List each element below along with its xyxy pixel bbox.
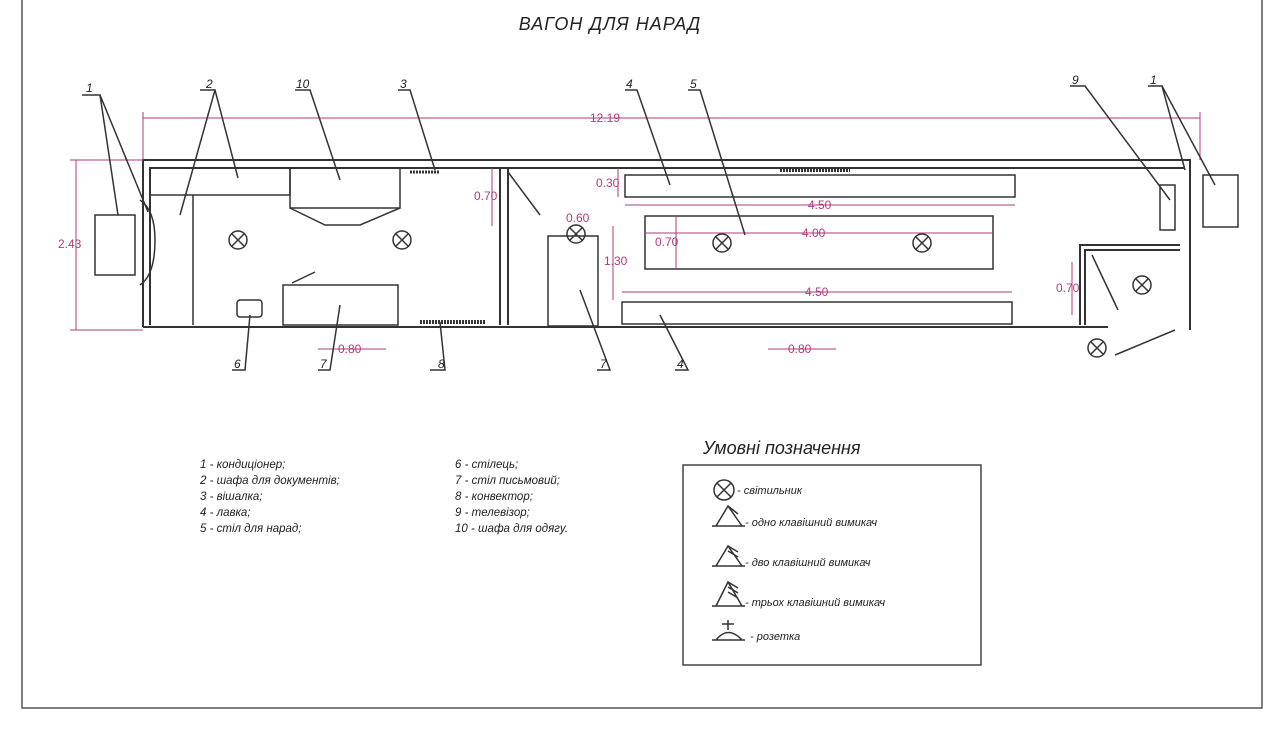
desk-2: [547, 235, 599, 327]
callouts: 1 2 10 3 4 5 9 1 6 7 8 7 4: [82, 73, 1216, 371]
plan-title: ВАГОН ДЛЯ НАРАД: [519, 14, 701, 34]
wardrobe: [289, 167, 401, 209]
dim-width: 2.43: [58, 237, 82, 251]
svg-text:1: 1: [1150, 73, 1157, 87]
document-cabinet: [149, 167, 291, 196]
list-item: 2 - шафа для документів;: [199, 475, 340, 487]
item-list: 1 - кондиціонер; 2 - шафа для документів…: [199, 459, 568, 535]
air-conditioner-right: [1202, 174, 1239, 228]
tv: [1159, 184, 1176, 231]
list-item: 10 - шафа для одягу.: [455, 523, 568, 535]
svg-text:- дво клавішний вимикач: - дво клавішний вимикач: [745, 557, 871, 569]
bench-top: [624, 174, 1016, 198]
list-item: 3 - вішалка;: [200, 491, 263, 503]
page-frame: [21, 0, 1263, 709]
list-item: 9 - телевізор;: [455, 507, 530, 519]
svg-text:3: 3: [400, 77, 407, 91]
single-switch-icon: [712, 504, 745, 527]
svg-text:1.30: 1.30: [604, 254, 628, 268]
svg-text:0.70: 0.70: [474, 189, 498, 203]
lamp-icon: [1087, 338, 1107, 358]
svg-text:0.30: 0.30: [596, 176, 620, 190]
dim-total-length: 12.19: [590, 111, 620, 125]
svg-text:0.80: 0.80: [338, 342, 362, 356]
lamp-icon: [912, 233, 932, 253]
legend: Умовні позначення - світильник - одно кл…: [682, 438, 982, 666]
triple-switch-icon: [712, 580, 745, 607]
svg-text:- одно клавішний вимикач: - одно клавішний вимикач: [745, 517, 877, 529]
lamp-icon: [392, 230, 412, 250]
bench-bottom: [621, 301, 1013, 325]
list-item: 8 - конвектор;: [455, 491, 533, 503]
list-item: 7 - стіл письмовий;: [455, 475, 560, 487]
doors: [291, 171, 1176, 356]
svg-text:10: 10: [296, 77, 310, 91]
svg-text:7: 7: [320, 357, 328, 371]
svg-text:5: 5: [690, 77, 697, 91]
list-item: 5 - стіл для нарад;: [200, 523, 301, 535]
desk-1: [282, 284, 399, 326]
svg-text:4: 4: [626, 77, 633, 91]
double-switch-icon: [712, 544, 745, 567]
svg-text:0.70: 0.70: [1056, 281, 1080, 295]
lamp-icon: [712, 233, 732, 253]
svg-text:1: 1: [86, 81, 93, 95]
lamp-icon: [1132, 275, 1152, 295]
svg-text:4: 4: [677, 357, 684, 371]
list-item: 1 - кондиціонер;: [200, 459, 285, 471]
air-conditioner-left: [94, 214, 136, 276]
chair: [236, 299, 263, 318]
svg-text:- світильник: - світильник: [737, 485, 803, 497]
svg-text:9: 9: [1072, 73, 1079, 87]
svg-text:- трьох клавішний вимикач: - трьох клавішний вимикач: [745, 597, 885, 609]
lamps: [228, 224, 1152, 358]
svg-text:7: 7: [600, 357, 608, 371]
lamp-icon: [228, 230, 248, 250]
svg-text:6: 6: [234, 357, 241, 371]
svg-text:4.50: 4.50: [808, 198, 832, 212]
meeting-table: [644, 215, 994, 270]
svg-text:8: 8: [438, 357, 445, 371]
legend-title: Умовні позначення: [702, 438, 861, 458]
list-item: 4 - лавка;: [200, 507, 251, 519]
dimensions: 12.19 2.43 0.70 0.30 0.60 4.50 0.70 4.00…: [58, 111, 1201, 356]
svg-text:4.50: 4.50: [805, 285, 829, 299]
lamp-icon: [566, 224, 586, 244]
svg-text:4.00: 4.00: [802, 226, 826, 240]
svg-text:- розетка: - розетка: [750, 631, 800, 643]
list-item: 6 - стілець;: [455, 459, 518, 471]
furniture: [94, 167, 1239, 327]
svg-text:0.70: 0.70: [655, 235, 679, 249]
svg-text:0.60: 0.60: [566, 211, 590, 225]
svg-text:2: 2: [205, 77, 213, 91]
svg-text:0.80: 0.80: [788, 342, 812, 356]
lamp-icon: [713, 479, 735, 501]
socket-icon: [712, 620, 745, 641]
